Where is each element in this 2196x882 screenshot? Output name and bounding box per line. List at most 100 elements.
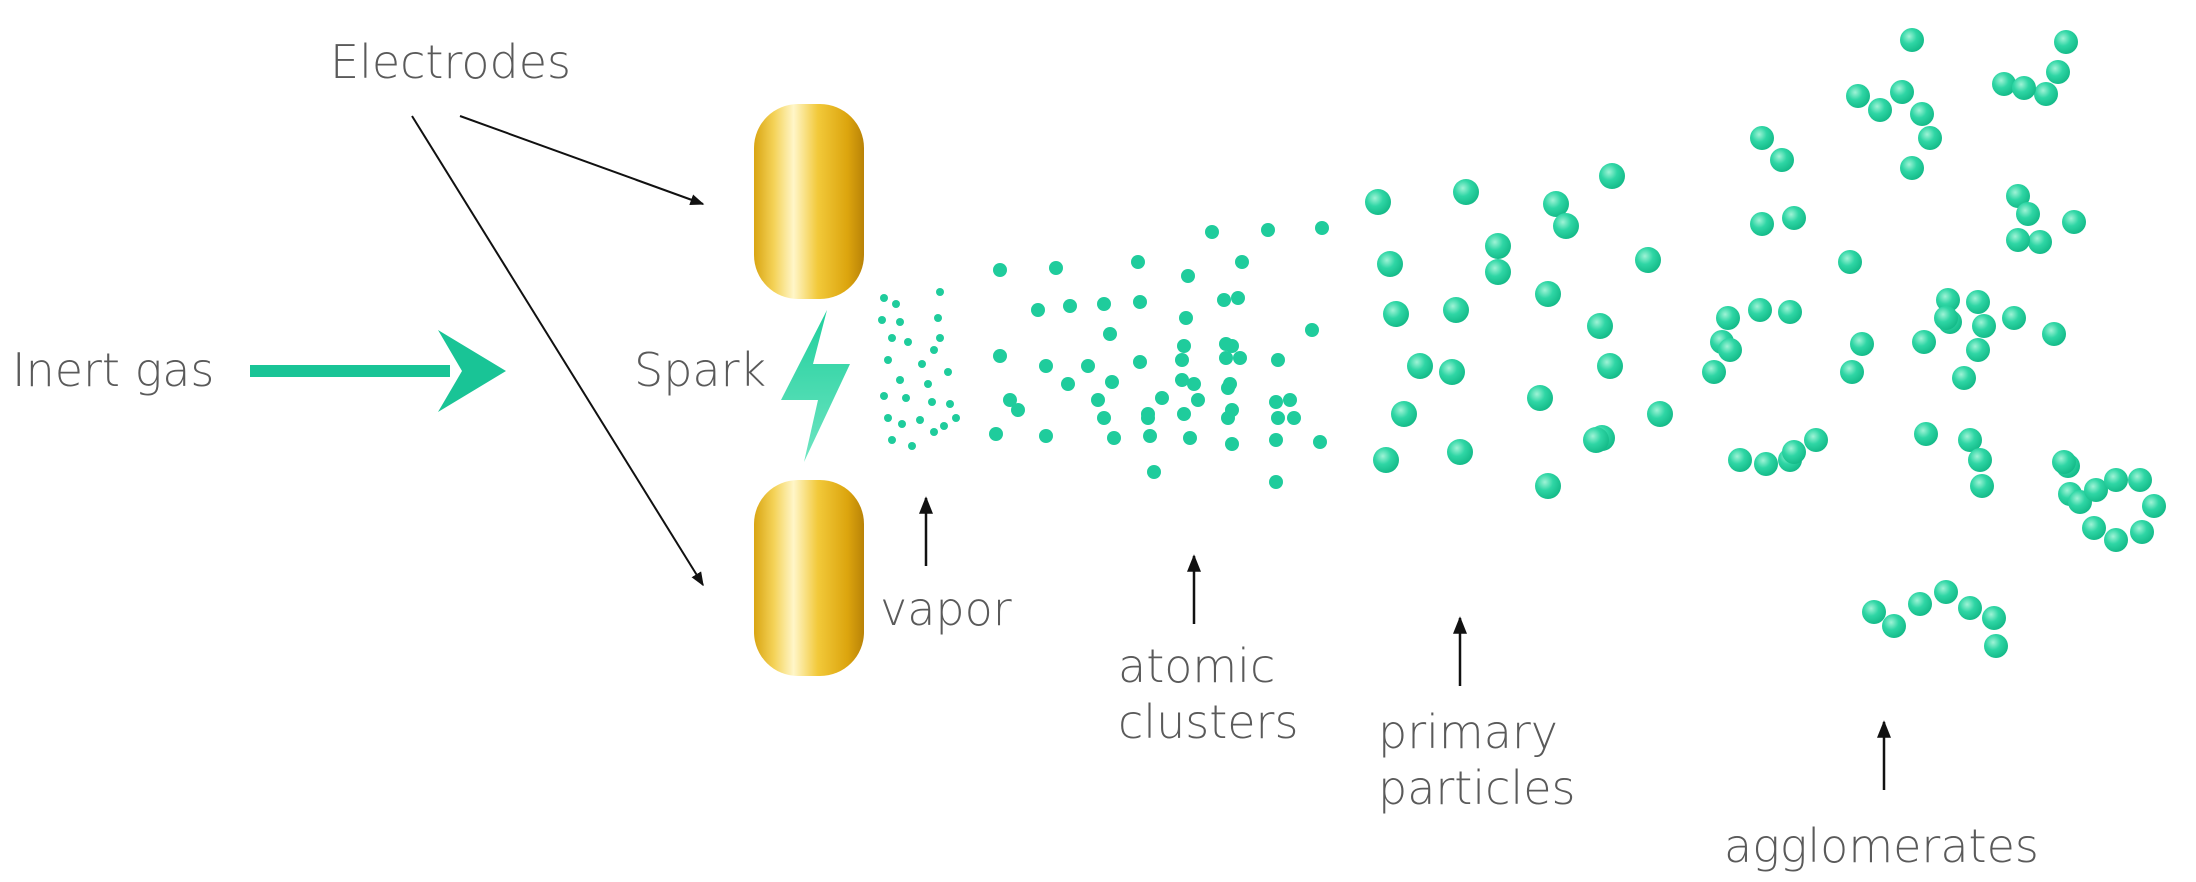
agglomerate-particle — [2128, 468, 2152, 492]
cluster-dot — [1223, 377, 1237, 391]
agglomerate-particle — [1900, 156, 1924, 180]
cluster-dot — [1039, 429, 1053, 443]
agglomerate-particle — [2042, 322, 2066, 346]
vapor-dot — [908, 442, 916, 450]
vapor-dot — [918, 360, 926, 368]
cluster-dot — [1039, 359, 1053, 373]
cluster-dot — [1271, 411, 1285, 425]
cluster-dot — [1175, 353, 1189, 367]
agglomerate-particle — [1968, 448, 1992, 472]
vapor-dot — [888, 436, 896, 444]
cluster-dot — [1003, 393, 1017, 407]
cluster-dot — [1177, 339, 1191, 353]
cluster-dot — [1147, 465, 1161, 479]
cluster-dot — [1141, 411, 1155, 425]
agglomerate-particle — [1804, 428, 1828, 452]
primary-particles-label-line2: particles — [1378, 761, 1575, 815]
cluster-dot — [1205, 225, 1219, 239]
vapor-dot — [888, 334, 896, 342]
primary-particle — [1439, 359, 1465, 385]
cluster-dot — [1261, 223, 1275, 237]
agglomerate-particle — [1958, 596, 1982, 620]
vapor-dot — [934, 314, 942, 322]
agglomerate-particle — [2084, 478, 2108, 502]
vapor-dot — [896, 376, 904, 384]
vapor-dot — [952, 414, 960, 422]
vapor-dot — [916, 416, 924, 424]
vapor-dot — [878, 316, 886, 324]
vapor-dot — [924, 380, 932, 388]
cluster-dot — [1219, 351, 1233, 365]
agglomerate-particle — [1914, 422, 1938, 446]
cluster-dot — [989, 427, 1003, 441]
agglomerate-particle — [2082, 516, 2106, 540]
primary-particle — [1407, 353, 1433, 379]
cluster-dot — [1217, 293, 1231, 307]
cluster-dot — [1097, 297, 1111, 311]
bottom-electrode — [754, 480, 864, 676]
vapor-dot — [902, 394, 910, 402]
cluster-dot — [1269, 433, 1283, 447]
primary-particle — [1543, 191, 1569, 217]
cluster-dot — [1287, 411, 1301, 425]
vapor-dot — [930, 346, 938, 354]
primary-particle — [1383, 301, 1409, 327]
agglomerate-particle — [1778, 300, 1802, 324]
agglomerate-particle — [1992, 72, 2016, 96]
primary-particle — [1365, 189, 1391, 215]
primary-particle — [1443, 297, 1469, 323]
cluster-dot — [1183, 431, 1197, 445]
cluster-dot — [1233, 351, 1247, 365]
primary-particle — [1535, 473, 1561, 499]
vapor-dot — [904, 338, 912, 346]
primary-particle — [1583, 427, 1609, 453]
agglomerate-particle — [2028, 230, 2052, 254]
cluster-dot — [1181, 269, 1195, 283]
agglomerate-particle — [2104, 468, 2128, 492]
agglomerate-particle — [2052, 450, 2076, 474]
vapor-dot — [884, 414, 892, 422]
cluster-dot — [1187, 377, 1201, 391]
agglomerate-particle — [2006, 228, 2030, 252]
cluster-dot — [1315, 221, 1329, 235]
agglomerate-particle — [2012, 76, 2036, 100]
primary-particle — [1599, 163, 1625, 189]
primary-particle — [1635, 247, 1661, 273]
agglomerate-particle — [1754, 452, 1778, 476]
agglomerate-particle — [2104, 528, 2128, 552]
primary-particle — [1597, 353, 1623, 379]
agglomerate-particle — [1958, 428, 1982, 452]
agglomerate-particle — [1702, 360, 1726, 384]
agglomerate-particle — [1782, 206, 1806, 230]
agglomerate-particle — [2130, 520, 2154, 544]
cluster-dot — [1031, 303, 1045, 317]
agglomerate-particle — [1908, 592, 1932, 616]
agglomerate-particle — [2054, 30, 2078, 54]
primary-particle — [1377, 251, 1403, 277]
agglomerate-particle — [2016, 202, 2040, 226]
atomic-clusters-label-line2: clusters — [1118, 695, 1298, 749]
cluster-dot — [1219, 337, 1233, 351]
cluster-dot — [1061, 377, 1075, 391]
vapor-dot — [880, 294, 888, 302]
vapor-dot — [946, 400, 954, 408]
cluster-dot — [993, 263, 1007, 277]
electrode-pointer-bottom — [411, 115, 704, 587]
agglomerate-particle — [2034, 82, 2058, 106]
cluster-dot — [1269, 475, 1283, 489]
agglomerate-particle — [2142, 494, 2166, 518]
atomic-clusters-label-line1: atomic — [1118, 639, 1275, 693]
agglomerate-particle — [2002, 306, 2026, 330]
agglomerate-particle — [1936, 288, 1960, 312]
cluster-dot — [1221, 411, 1235, 425]
agglomerate-particle — [2062, 210, 2086, 234]
primary-particle — [1485, 259, 1511, 285]
primary-particles-label-line1: primary — [1378, 705, 1558, 759]
particle-field — [878, 28, 2166, 658]
vapor-dot — [944, 368, 952, 376]
cluster-dot — [1049, 261, 1063, 275]
primary-particle — [1535, 281, 1561, 307]
top-electrode — [754, 104, 864, 299]
agglomerate-particle — [1900, 28, 1924, 52]
